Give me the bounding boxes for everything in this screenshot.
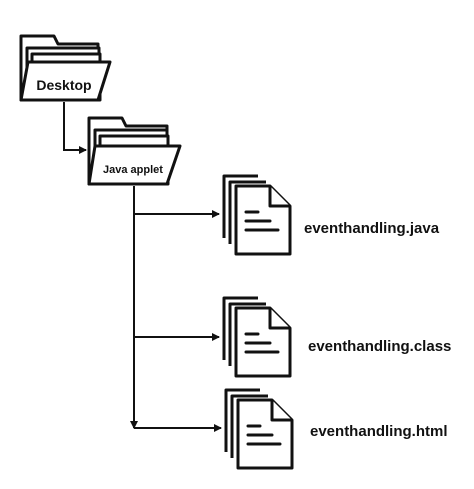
class-file-label: eventhandling.class xyxy=(308,338,451,355)
desktop-folder-label: Desktop xyxy=(36,77,91,93)
java-applet-folder-icon xyxy=(87,116,182,186)
connector-desktop-to-java-applet xyxy=(63,102,87,154)
html-file-icon xyxy=(224,388,294,470)
desktop-folder-icon xyxy=(19,34,112,102)
class-file-icon xyxy=(222,296,292,378)
html-file-label: eventhandling.html xyxy=(310,423,448,440)
java-applet-folder-label: Java applet xyxy=(103,164,163,176)
java-file-label: eventhandling.java xyxy=(304,220,440,237)
java-file-icon xyxy=(222,174,292,256)
